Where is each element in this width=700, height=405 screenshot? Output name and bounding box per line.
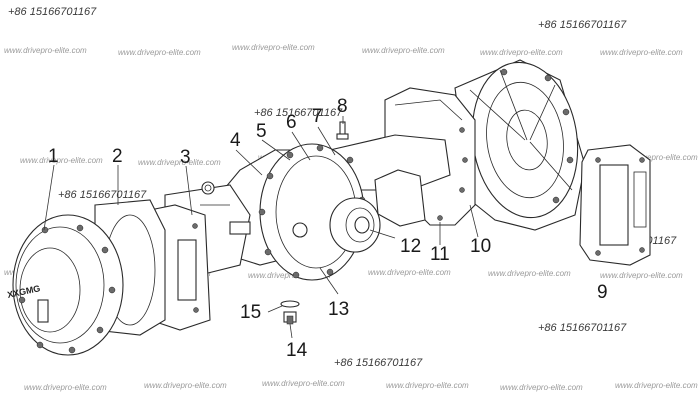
right-wheel-hub xyxy=(454,59,586,231)
phone-text: +86 15166701167 xyxy=(538,322,627,334)
watermark-text: www.drivepro-elite.com xyxy=(615,381,698,390)
callout-12: 12 xyxy=(400,236,421,257)
watermark-text: www.drivepro-elite.com xyxy=(118,48,201,57)
callout-10: 10 xyxy=(470,236,491,257)
callout-layer: 1 2 3 4 5 6 7 8 9 10 11 12 13 14 15 xyxy=(48,96,608,361)
callout-14: 14 xyxy=(286,340,308,361)
callout-4: 4 xyxy=(230,130,241,151)
callout-11: 11 xyxy=(430,244,450,265)
watermark-text: www.drivepro-elite.com xyxy=(488,269,571,278)
callout-13: 13 xyxy=(328,299,349,320)
left-wheel-hub: XXGMG xyxy=(6,214,124,356)
callout-6: 6 xyxy=(286,112,297,133)
watermark-text: www.drivepro-elite.com xyxy=(600,271,683,280)
callout-7: 7 xyxy=(312,106,323,127)
callout-2: 2 xyxy=(112,146,123,167)
callout-1: 1 xyxy=(48,146,59,167)
phone-layer: +86 15166701167 +86 15166701167 +86 1516… xyxy=(8,6,677,369)
watermark-text: www.drivepro-elite.com xyxy=(615,153,698,162)
leader-lines xyxy=(43,116,479,339)
watermark-text: www.drivepro-elite.com xyxy=(232,43,315,52)
watermark-text: www.drivepro-elite.com xyxy=(138,158,221,167)
phone-text: +86 15166701167 xyxy=(254,107,343,119)
watermark-text: www.drivepro-elite.com xyxy=(386,381,469,390)
callout-8: 8 xyxy=(337,96,348,117)
callout-3: 3 xyxy=(180,147,191,168)
phone-text: +86 15166701167 xyxy=(58,189,147,201)
watermark-text: www.drivepro-elite.com xyxy=(248,271,331,280)
watermark-text: www.drivepro-elite.com xyxy=(144,381,227,390)
callout-9: 9 xyxy=(597,282,608,303)
watermark-text: www.drivepro-elite.com xyxy=(600,48,683,57)
watermark-text: www.drivepro-elite.com xyxy=(362,46,445,55)
phone-text: +86 15166701167 xyxy=(8,6,97,18)
drain-plug xyxy=(280,300,300,325)
watermark-text: www.drivepro-elite.com xyxy=(20,156,103,165)
watermark-text: www.drivepro-elite.com xyxy=(4,46,87,55)
watermark-text: www.drivepro-elite.com xyxy=(480,48,563,57)
watermark-text: www.drivepro-elite.com xyxy=(500,383,583,392)
callout-15: 15 xyxy=(240,302,261,323)
phone-text: +86 15166701167 xyxy=(334,357,423,369)
watermark-text: www.drivepro-elite.com xyxy=(368,268,451,277)
watermark-text: www.drivepro-elite.com xyxy=(24,383,107,392)
callout-5: 5 xyxy=(256,121,267,142)
phone-text: +86 15166701167 xyxy=(538,19,627,31)
axle-housing-right xyxy=(329,87,476,227)
brake-caliper xyxy=(579,144,651,266)
differential-carrier xyxy=(214,121,381,281)
watermark-text: www.drivepro-elite.com xyxy=(262,379,345,388)
